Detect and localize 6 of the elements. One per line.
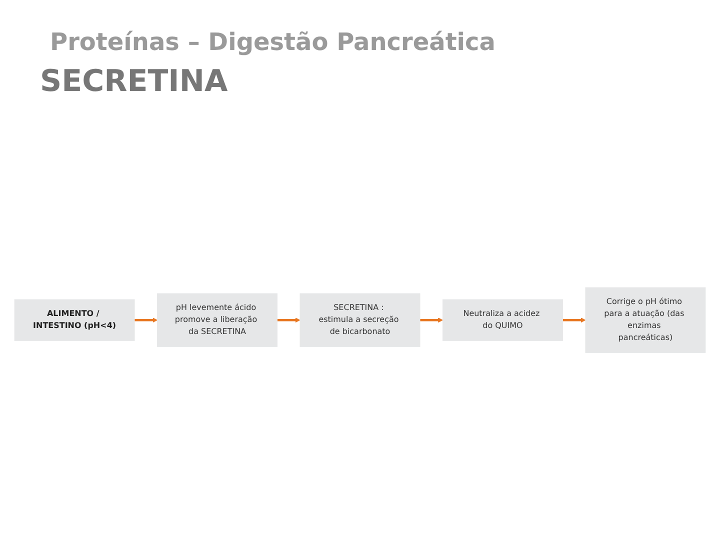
- slide-title: Proteínas – Digestão Pancreática: [50, 28, 496, 56]
- arrow: [134, 318, 158, 322]
- slide-subtitle: SECRETINA: [40, 64, 228, 99]
- arrow: [562, 318, 586, 322]
- arrow: [277, 318, 300, 322]
- arrow: [420, 318, 443, 322]
